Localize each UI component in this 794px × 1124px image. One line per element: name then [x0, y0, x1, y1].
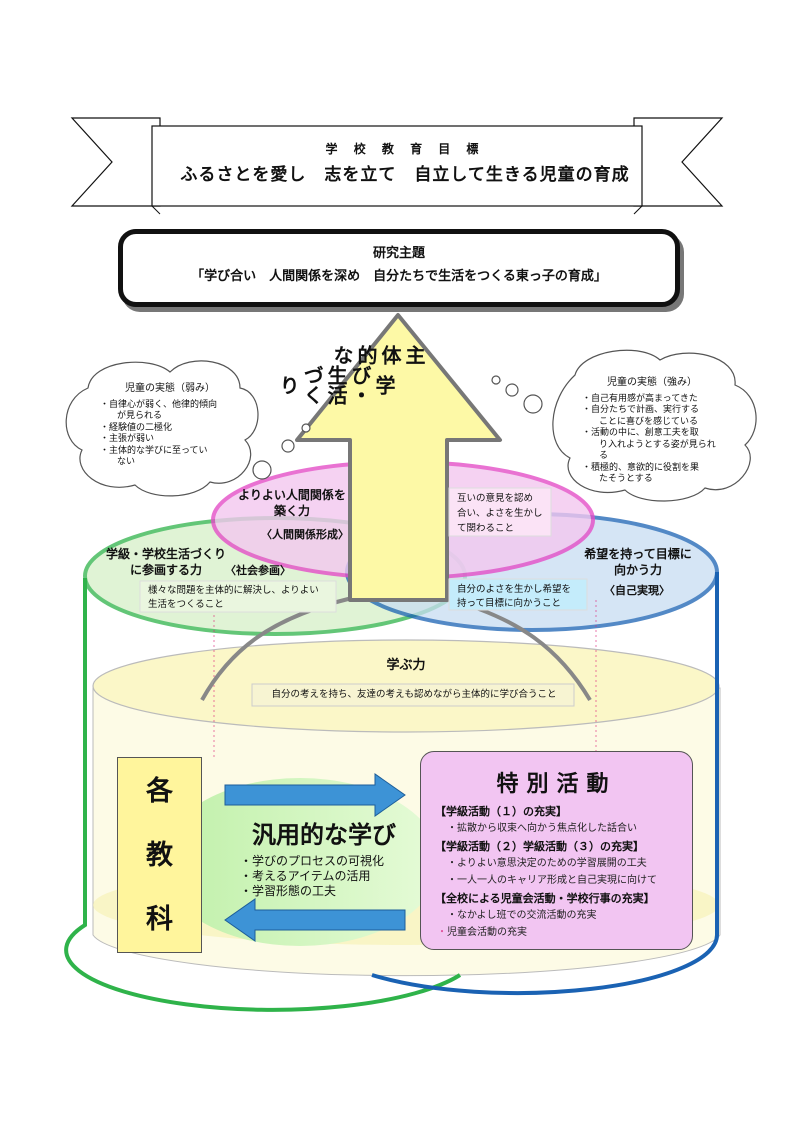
special-section-item: ・よりよい意思決定のための学習展開の工夫: [447, 858, 647, 869]
strength-item: ・自分たちで計画、実行する ことに喜びを感じている: [582, 405, 700, 427]
self-realization-title: 希望を持って目標に 向かう力: [584, 547, 692, 577]
strength-item: ・自己有用感が高まってきた: [582, 393, 698, 404]
subjects-box: 各 教 科: [117, 757, 202, 953]
relationships-tag: 〈人間関係形成〉: [261, 528, 349, 541]
generic-learning-item: ・学びのプロセスの可視化: [240, 854, 385, 868]
subjects-char: 各: [146, 776, 173, 807]
school-goal-label: 学 校 教 育 目 標: [325, 142, 485, 156]
relationships-note: 互いの意見を認め 合い、よさを生かし て関わること: [457, 493, 543, 534]
generic-learning-title: 汎用的な学び: [252, 821, 396, 849]
special-section-item: ・拡散から収束へ向かう焦点化した話合い: [447, 823, 637, 834]
right-arrow: [224, 773, 406, 817]
special-section-item: ・なかよし班での交流活動の充実: [447, 910, 597, 921]
school-goal-text: ふるさとを愛し 志を立て 自立して生きる児童の育成: [180, 165, 630, 185]
weakness-item: ・経験値の二極化: [100, 422, 173, 433]
generic-learning-item: ・考えるアイテムの活用: [240, 869, 371, 883]
research-theme-text: 「学び合い 人間関係を深め 自分たちで生活をつくる東っ子の育成」: [191, 269, 607, 284]
special-activities-title: 特別活動: [496, 772, 617, 797]
strength-item: ・活動の中に、創意工夫を取 り入れようとする姿が見られ る: [582, 428, 716, 461]
strength-cloud: [491, 349, 757, 502]
social-title: 学級・学校生活づくり に参画する力: [105, 547, 226, 577]
weakness-title: 児童の実態（弱み）: [125, 383, 215, 394]
learning-power-note: 自分の考えを持ち、友達の考えも認めながら主体的に学び合うこと: [271, 689, 557, 700]
generic-learning-list: ・学びのプロセスの可視化 ・考えるアイテムの活用 ・学習形態の工夫: [240, 854, 410, 899]
strength-cloud-text: 児童の実態（強み） ・自己有用感が高まってきた ・自分たちで計画、実行する こと…: [582, 377, 722, 486]
social-tag: 〈社会参画〉: [225, 564, 291, 577]
special-section-heading: 【学級活動（２）学級活動（３）の充実】: [435, 840, 644, 853]
central-arrow: [295, 313, 502, 602]
subjects-char: 教: [146, 840, 173, 871]
strength-title: 児童の実態（強み）: [607, 377, 697, 388]
strength-item: ・積極的、意欲的に役割を果 たそうとする: [582, 462, 700, 485]
special-section-heading: 【学級活動（１）の充実】: [435, 805, 567, 818]
weakness-item: ・主体的な学びに至ってい ない: [100, 445, 208, 468]
special-activities-box: 特別活動 【学級活動（１）の充実】 ・拡散から収束へ向かう焦点化した話合い 【学…: [420, 751, 693, 950]
self-realization-note: 自分のよさを生かし希望を 持って目標に向かうこと: [457, 584, 572, 609]
special-section-item: 児童会活動の充実: [447, 926, 692, 940]
research-theme-label: 研究主題: [372, 246, 425, 261]
weakness-item: ・主張が弱い: [100, 434, 155, 444]
weakness-cloud-text: 児童の実態（弱み） ・自律心が弱く、他律的傾向 が見られる ・経験値の二極化 ・…: [100, 383, 240, 469]
weakness-cloud: [65, 360, 311, 497]
relationships-title: よりよい人間関係を 築く力: [238, 488, 346, 518]
social-note: 様々な問題を主体的に解決し、よりよい 生活をつくること: [148, 585, 319, 610]
learning-power-title: 学ぶ力: [386, 658, 426, 673]
self-realization-tag: 〈自己実現〉: [604, 584, 670, 597]
generic-learning-item: ・学習形態の工夫: [240, 884, 337, 898]
arrow-line-1: 主体的な: [330, 345, 426, 365]
left-arrow: [224, 898, 406, 942]
school-goal-banner: [70, 117, 724, 215]
subjects-char: 科: [146, 904, 173, 935]
special-section-item: ・一人一人のキャリア形成と自己実現に向けて: [447, 875, 657, 886]
arrow-line-2: 学び・生活づくり: [276, 365, 396, 405]
weakness-item: ・自律心が弱く、他律的傾向 が見られる: [100, 399, 218, 422]
research-theme-box: 研究主題 「学び合い 人間関係を深め 自分たちで生活をつくる東っ子の育成」: [118, 229, 680, 307]
generic-learning-oval: [160, 778, 440, 946]
special-section-heading: 【全校による児童会活動・学校行事の充実】: [435, 892, 655, 905]
